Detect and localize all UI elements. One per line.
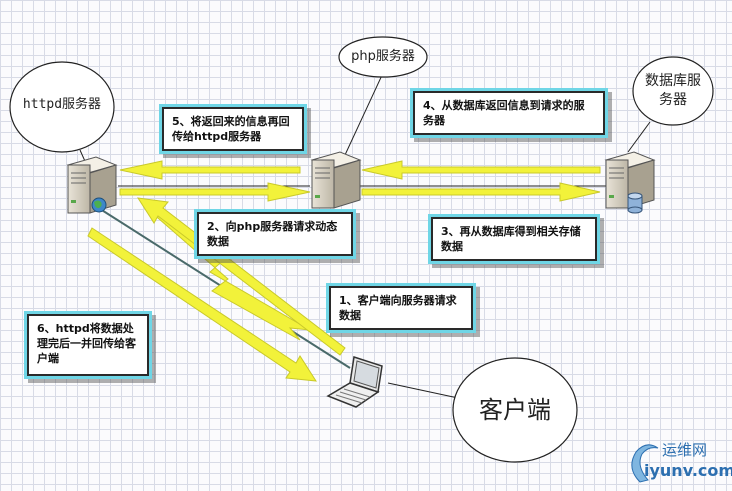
callout-step-5: 5、将返回来的信息再回传给httpd服务器 [162,107,304,151]
callout-step-3: 3、再从数据库得到相关存储数据 [431,217,597,261]
tail-client-bubble [387,382,459,399]
watermark-bottom-text: iyunv.com [644,461,732,480]
watermark-logo-icon [631,444,659,483]
php-server-label: php服务器 [351,49,415,65]
database-node-bubble [632,56,714,126]
php-server-icon [310,151,362,209]
laptop-icon [326,356,383,408]
arrow-httpd-to-client [87,227,317,382]
httpd-node-bubble [9,61,115,153]
callout-step-4: 4、从数据库返回信息到请求的服务器 [413,91,605,135]
tail-db-bubble [627,121,651,153]
tail-php-bubble [344,72,384,156]
globe-icon [91,197,107,213]
callout-step-2: 2、向php服务器请求动态数据 [197,212,353,256]
database-cylinder-icon [627,192,643,214]
callout-step-1: 1、客户端向服务器请求数据 [329,286,473,330]
httpd-server-icon [66,156,118,214]
callout-step-6: 6、httpd将数据处理完后一并回传给客户端 [27,314,149,376]
watermark-top-text: 运维网 [662,441,708,459]
client-node-bubble [452,357,578,463]
httpd-server-label: httpd服务器 [22,97,102,113]
php-node-bubble [338,36,428,78]
database-server-label: 数据库服务器 [645,73,701,108]
arrow-client-to-httpd [136,197,346,356]
arrow-php-to-db [361,182,601,202]
arrow-php-to-httpd [119,160,301,180]
arrow-httpd-to-php [119,182,311,202]
client-label: 客户端 [479,395,551,424]
arrow-db-to-php [361,160,601,180]
watermark: 运维网 iyunv.com [624,437,732,487]
